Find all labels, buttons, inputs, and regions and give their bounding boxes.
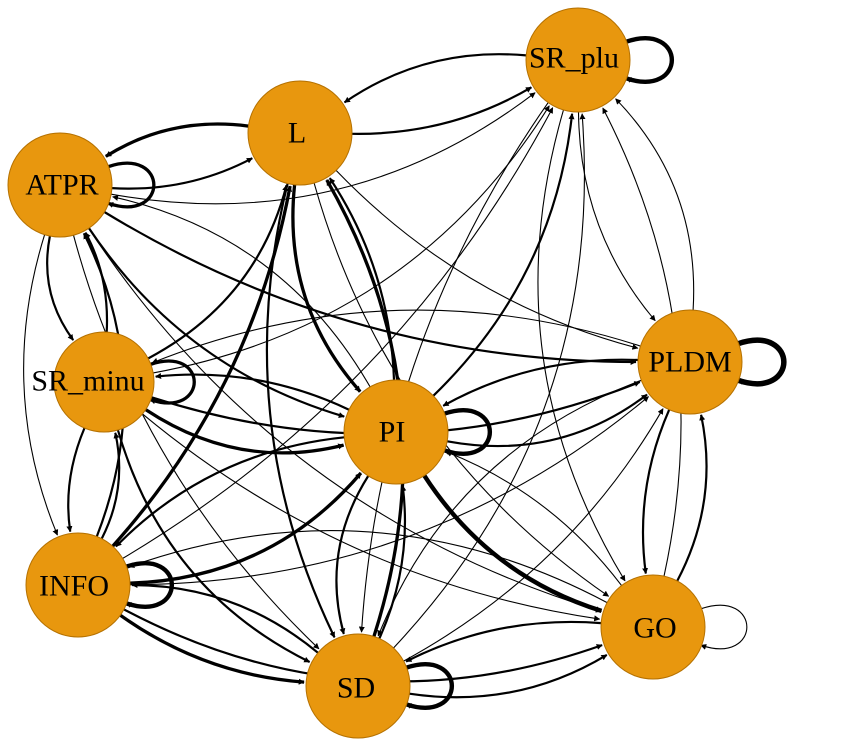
edge-SR_plus-to-L: [343, 53, 527, 104]
node-circle-L: [247, 80, 353, 186]
edge-SD-to-PLDM: [403, 408, 664, 662]
edge-INFO-to-SR_plus: [122, 107, 554, 559]
edge-SR_plus-to-GO: [537, 109, 626, 582]
edge-ATPR-to-PLDM: [103, 211, 637, 365]
self-loop-SR_plus: [625, 36, 674, 84]
edge-PLDM-to-SD: [377, 379, 642, 637]
node-label-ATPR: ATPR: [25, 169, 98, 202]
node-PLDM[interactable]: PLDM: [637, 309, 743, 415]
self-loop-GO: [700, 604, 748, 650]
edge-PI-to-PLDM: [447, 393, 648, 448]
edge-ATPR-to-L: [111, 157, 253, 190]
self-loop-INFO: [125, 561, 174, 609]
edge-SR_minus-to-L: [147, 184, 289, 360]
edge-PLDM-to-SR_plus: [615, 98, 695, 311]
node-GO[interactable]: GO: [600, 574, 706, 680]
edge-INFO-to-SD: [119, 613, 305, 685]
node-circle-SD: [305, 633, 411, 739]
node-label-SR_plus: SR_plu: [529, 42, 619, 75]
self-loops-layer: [107, 36, 787, 710]
node-ATPR[interactable]: ATPR: [7, 132, 113, 238]
edge-L-to-PLDM: [335, 170, 639, 350]
self-loop-PLDM: [736, 337, 787, 387]
node-circle-GO: [600, 574, 706, 680]
edge-PI-to-L: [328, 177, 396, 381]
self-loop-SD: [405, 662, 454, 710]
edge-L-to-PI: [291, 184, 362, 393]
edge-SR_minus-to-GO: [142, 413, 601, 622]
edge-GO-to-PI: [445, 450, 623, 586]
node-circle-INFO: [25, 532, 131, 638]
edge-SD-to-INFO: [131, 582, 319, 654]
node-PI[interactable]: PI: [343, 379, 449, 485]
edge-PLDM-to-GO: [641, 409, 671, 575]
edge-ATPR-to-SR_plus: [111, 92, 536, 205]
node-label-L: L: [288, 117, 306, 150]
edge-PI-to-GO: [422, 474, 603, 613]
edge-ATPR-to-INFO: [23, 234, 59, 536]
edge-INFO-to-PLDM: [129, 396, 649, 586]
node-SR_plus[interactable]: SR_plu: [525, 7, 631, 113]
edge-SR_minus-to-INFO: [66, 427, 86, 533]
edge-L-to-ATPR: [104, 122, 249, 158]
node-L[interactable]: L: [247, 80, 353, 186]
edge-GO-to-INFO: [128, 530, 608, 604]
edge-SD-to-PI: [378, 485, 407, 640]
node-label-GO: GO: [633, 612, 676, 645]
self-loop-SR_minus: [149, 359, 196, 405]
edge-L-to-SR_plus: [351, 86, 532, 135]
edge-ATPR-to-GO: [88, 228, 602, 613]
edge-GO-to-PLDM: [676, 414, 708, 582]
node-label-SR_minus: SR_minu: [31, 365, 144, 398]
self-loop-PI: [443, 408, 492, 456]
edge-SR_plus-to-PLDM: [577, 111, 656, 322]
node-circle-SR_plus: [525, 7, 631, 113]
edge-PLDM-to-PI: [442, 358, 639, 407]
node-label-PI: PI: [379, 416, 406, 449]
edge-ATPR-to-SD: [72, 235, 320, 650]
edge-GO-to-SD: [405, 620, 602, 663]
node-label-INFO: INFO: [39, 570, 109, 603]
self-loop-ATPR: [107, 161, 156, 209]
node-INFO[interactable]: INFO: [25, 532, 131, 638]
edge-SD-to-GO: [409, 653, 608, 699]
edge-SD-to-SR_plus: [393, 113, 586, 649]
node-circle-PI: [343, 379, 449, 485]
edge-PI-to-SR_plus: [432, 113, 575, 397]
edge-INFO-to-PI: [129, 471, 363, 585]
node-circle-PLDM: [637, 309, 743, 415]
nodes-layer: SR_plu L ATPR SR_minu PLDM PI: [7, 7, 743, 739]
edge-ATPR-to-SR_minus: [46, 235, 75, 341]
edge-INFO-to-L: [111, 185, 293, 548]
edge-SR_plus-to-SD: [358, 102, 549, 633]
edge-SR_minus-to-SR_plus: [153, 105, 550, 374]
edge-PLDM-to-SR_minus: [151, 309, 641, 364]
edge-SR_minus-to-SD: [116, 429, 311, 663]
edge-SR_minus-to-PI: [144, 408, 345, 455]
edge-PI-to-ATPR: [112, 195, 371, 388]
edge-PI-to-INFO: [115, 436, 345, 548]
node-label-SD: SD: [337, 672, 375, 705]
node-circle-ATPR: [7, 132, 113, 238]
node-circle-SR_minus: [53, 331, 155, 433]
edge-PI-to-SR_minus: [155, 373, 350, 411]
node-SR_minus[interactable]: SR_minu: [31, 331, 155, 433]
edge-PI-to-SD: [335, 475, 370, 635]
edge-INFO-to-SR_minus: [100, 432, 121, 540]
node-SD[interactable]: SD: [305, 633, 411, 739]
node-label-PLDM: PLDM: [648, 346, 731, 379]
